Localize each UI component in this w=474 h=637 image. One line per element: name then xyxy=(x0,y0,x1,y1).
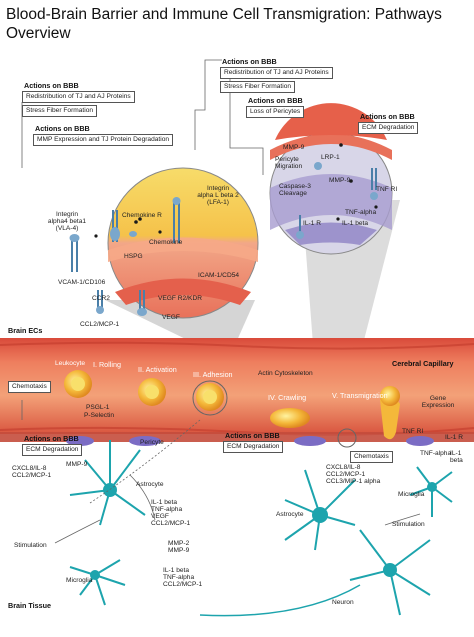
label-astrocyte-left: Astrocyte xyxy=(136,481,164,488)
pericytes xyxy=(66,436,434,446)
box-chemotaxis-left: Chemotaxis xyxy=(8,381,51,393)
box-stress-left: Stress Fiber Formation xyxy=(22,105,98,117)
label-neuron: Neuron xyxy=(332,599,354,606)
label-lrp1: LRP-1 xyxy=(321,154,340,161)
label-icam: ICAM-1/CD54 xyxy=(198,272,240,279)
actions-heading-5: Actions on BBB xyxy=(360,112,415,121)
label-pselectin: P-Selectin xyxy=(84,412,115,419)
label-crawling: IV. Crawling xyxy=(268,393,307,402)
label-tnf-ri-circle: TNF RI xyxy=(376,186,398,193)
box-tj-aj-left: Redistribution of TJ and AJ Proteins xyxy=(22,91,135,103)
section-brain-tissue: Brain Tissue xyxy=(8,601,52,610)
label-vcam: VCAM-1/CD106 xyxy=(58,279,106,286)
label-tnf-ri: TNF RI xyxy=(402,428,424,435)
label-astrocyte-right: Astrocyte xyxy=(276,511,304,518)
label-chemokine-r: Chemokine R xyxy=(122,212,162,219)
label-ccl2: CCL2/MCP-1 xyxy=(80,321,120,328)
actions-heading-7: Actions on BBB xyxy=(225,431,280,440)
label-actin: Actin Cytoskeleton xyxy=(258,370,313,377)
actions-heading-6: Actions on BBB xyxy=(24,434,79,443)
label-adhesion: III. Adhesion xyxy=(193,370,233,379)
label-stimulation-right: Stimulation xyxy=(392,521,425,528)
label-rolling: I. Rolling xyxy=(93,360,121,369)
label-mmp9-b: MMP-9 xyxy=(329,177,351,184)
box-pericytes: Loss of Pericytes xyxy=(246,106,305,118)
box-stress-right: Stress Fiber Formation xyxy=(220,81,296,93)
label-il1r-circle: IL-1 R xyxy=(303,220,321,227)
arrows xyxy=(54,419,421,544)
left-magnifier xyxy=(69,167,259,319)
label-vegf: VEGF xyxy=(162,314,180,321)
box-ecm-mid: ECM Degradation xyxy=(223,441,284,453)
label-pericyte: Pericyte xyxy=(140,439,164,446)
label-ccr2: CCR2 xyxy=(92,295,110,302)
box-ecm-top: ECM Degradation xyxy=(358,122,419,134)
label-il1beta-circle: IL-1 beta xyxy=(342,220,369,227)
label-chemokine: Chemokine xyxy=(149,239,183,246)
label-psgl: PSGL-1 xyxy=(86,404,110,411)
box-mmp-tj: MMP Expression and TJ Protein Degradatio… xyxy=(33,134,174,146)
actions-heading-3: Actions on BBB xyxy=(222,57,277,66)
label-leukocyte: Leukocyte xyxy=(55,360,86,367)
section-brain-ecs: Brain ECs xyxy=(8,326,43,335)
box-tj-aj-right: Redistribution of TJ and AJ Proteins xyxy=(220,67,333,79)
diagram-title: Blood-Brain Barrier and Immune Cell Tran… xyxy=(6,6,442,42)
actions-heading-4: Actions on BBB xyxy=(248,96,303,105)
label-mmp9-tissue: MMP-9 xyxy=(66,461,88,468)
crawling-focus-ring xyxy=(337,428,357,448)
label-tnf-alpha: TNF-alpha xyxy=(420,450,452,457)
label-activation: II. Activation xyxy=(138,365,177,374)
label-il1r: IL-1 R xyxy=(445,434,463,441)
glial-cells xyxy=(69,440,453,617)
label-microglia-left: Microglia xyxy=(66,577,93,584)
adhesion-focus-ring xyxy=(192,380,228,416)
label-tnf-alpha-circle: TNF-alpha xyxy=(345,209,377,216)
section-cerebral-capillary: Cerebral Capillary xyxy=(392,359,454,368)
box-chemotaxis-right: Chemotaxis xyxy=(350,451,393,463)
label-vegf-r2: VEGF R2/KDR xyxy=(158,295,202,302)
label-microglia-right: Microglia xyxy=(398,491,425,498)
label-hspg: HSPG xyxy=(124,253,143,260)
actions-heading-2: Actions on BBB xyxy=(35,124,90,133)
leukocytes xyxy=(64,370,400,440)
actions-heading-1: Actions on BBB xyxy=(24,81,79,90)
label-mmp9-a: MMP-9 xyxy=(283,144,305,151)
label-transmigration: V. Transmigration xyxy=(332,391,388,400)
label-stimulation-left: Stimulation xyxy=(14,542,47,549)
box-ecm-left: ECM Degradation xyxy=(22,444,83,456)
